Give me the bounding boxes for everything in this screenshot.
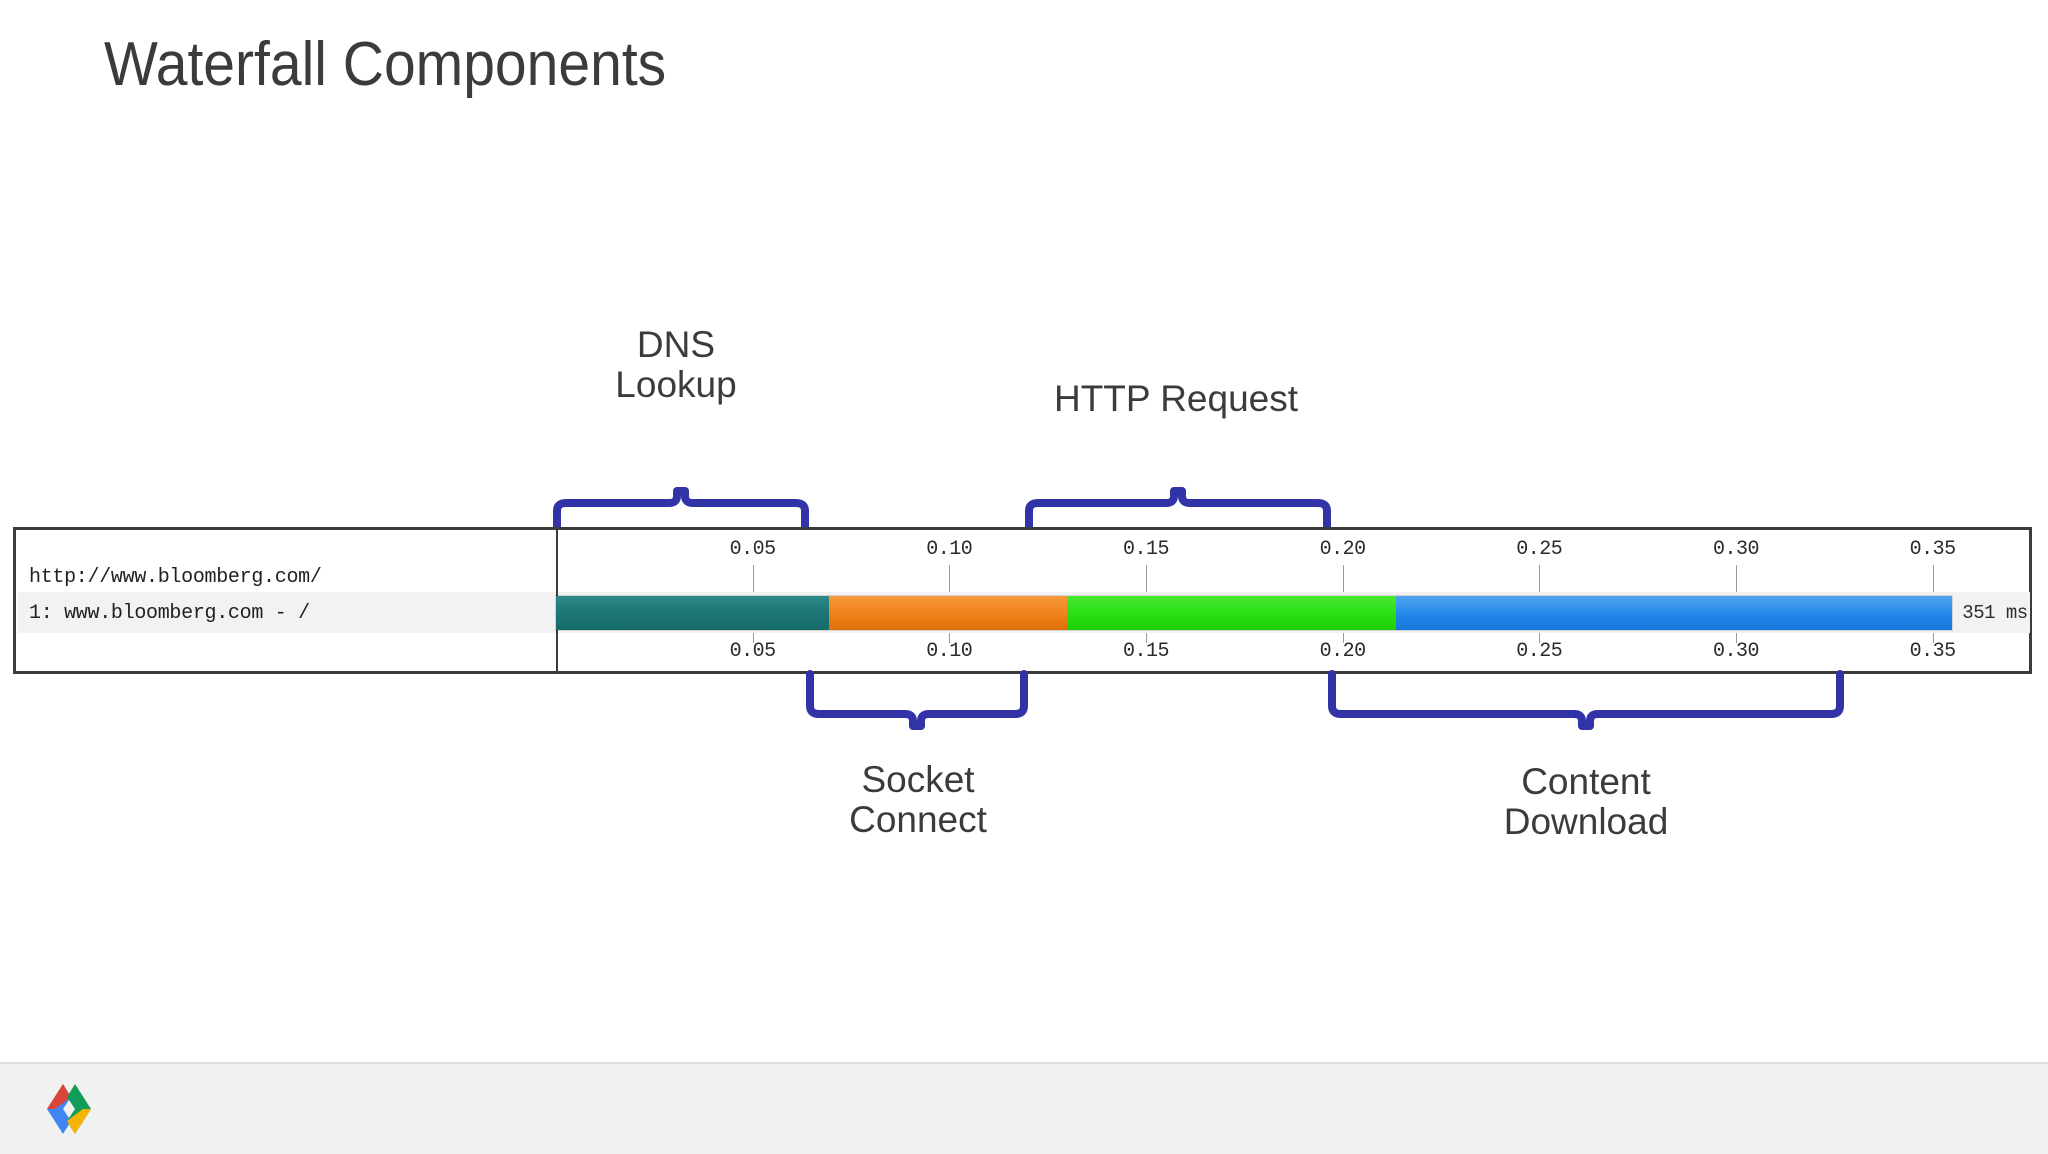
gridline	[1145, 565, 1147, 592]
brace-dns-lookup	[553, 487, 809, 547]
gridline	[1932, 565, 1934, 592]
gridline	[1735, 565, 1737, 592]
callout-label-http-request: HTTP Request	[1053, 378, 1299, 419]
gridline	[1145, 633, 1147, 643]
gridline	[1342, 565, 1344, 592]
gridline	[949, 565, 951, 592]
brace-http-request	[1025, 487, 1331, 547]
waterfall-chart: http://www.bloomberg.com/ 1: www.bloombe…	[13, 527, 2032, 674]
gridline	[1342, 633, 1344, 643]
callout-label-socket-connect: Socket Connect	[849, 759, 987, 840]
tick-label: 0.30	[1712, 640, 1760, 663]
bar-segment-content-download[interactable]	[1395, 596, 1953, 630]
tick-label: 0.25	[1516, 538, 1563, 561]
gridline	[752, 565, 754, 592]
gridline	[1735, 633, 1737, 643]
tick-label: 0.20	[1319, 538, 1367, 561]
gridline	[1932, 633, 1934, 643]
tick-label: 0.25	[1516, 640, 1563, 663]
callout-label-dns-lookup: DNS Lookup	[615, 324, 737, 405]
brace-content-download	[1328, 670, 1844, 730]
tick-label: 0.35	[1909, 538, 1957, 561]
tick-label: 0.15	[1122, 640, 1170, 663]
bar-segment-dns-lookup[interactable]	[556, 596, 830, 630]
tick-label: 0.35	[1909, 640, 1957, 663]
duration-label: 351 ms	[1962, 602, 2028, 624]
tick-label: 0.10	[926, 640, 973, 663]
tick-label: 0.05	[729, 640, 777, 663]
request-url: http://www.bloomberg.com/	[29, 566, 322, 589]
callout-label-content-download: Content Download	[1503, 761, 1669, 842]
google-developers-logo	[38, 1083, 100, 1135]
gridline	[1539, 633, 1541, 643]
tick-label: 0.05	[729, 538, 777, 561]
bar-segment-socket-connect[interactable]	[829, 596, 1068, 630]
gridline	[949, 633, 951, 643]
tick-label: 0.20	[1319, 640, 1367, 663]
timing-bar[interactable]	[556, 596, 1953, 630]
bar-segment-http-request[interactable]	[1067, 596, 1396, 630]
footer-bar	[0, 1062, 2048, 1154]
tick-label: 0.30	[1712, 538, 1760, 561]
request-entry-label: 1: www.bloomberg.com - /	[29, 602, 310, 625]
gridline	[752, 633, 754, 643]
tick-label: 0.15	[1122, 538, 1170, 561]
page-title: Waterfall Components	[104, 30, 667, 99]
brace-socket-connect	[806, 670, 1028, 730]
tick-label: 0.10	[926, 538, 973, 561]
gridline	[1539, 565, 1541, 592]
